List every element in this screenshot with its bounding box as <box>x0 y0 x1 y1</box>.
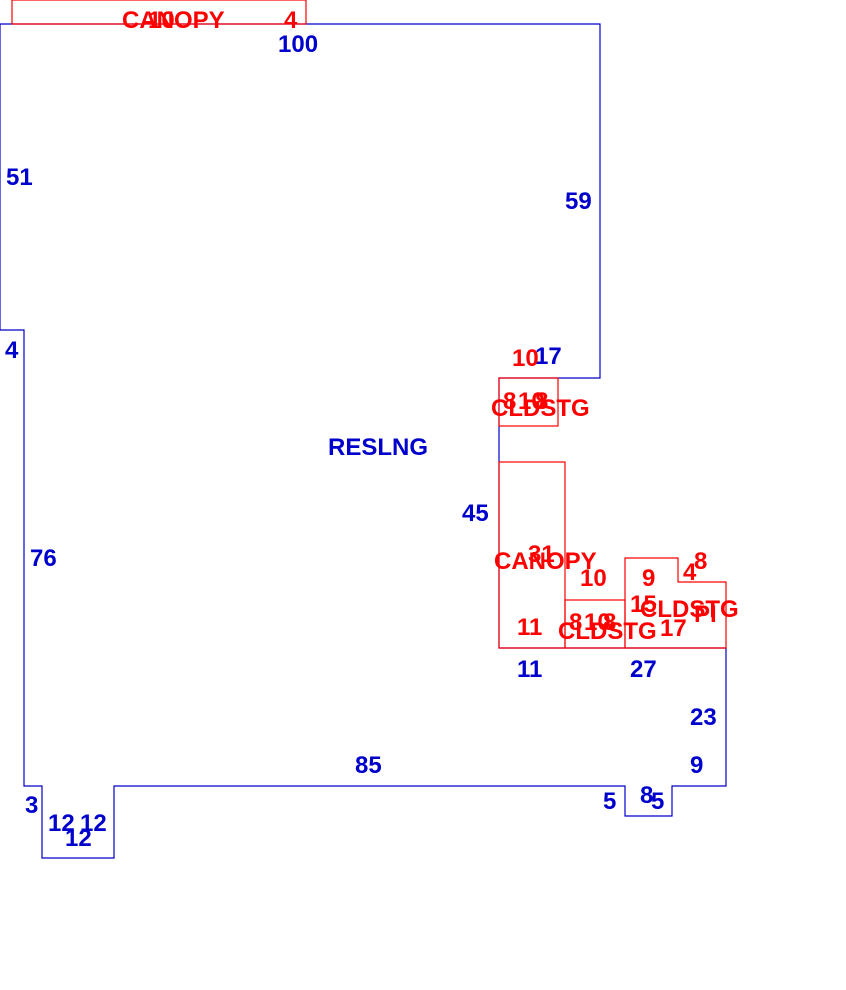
canopy-right-dim-a: 31 <box>528 541 555 568</box>
dim-right-step-top: 27 <box>630 656 657 683</box>
cldstg-upper-dim-right: 8 <box>535 388 548 415</box>
cldstg-lower-right-dim-a: 9 <box>642 565 655 592</box>
cldstg-upper-label: CLDSTG <box>491 395 590 422</box>
cldstg-lower-right-dim-e: 17 <box>660 615 687 642</box>
canopy-top-label: CANOPY <box>122 7 225 34</box>
cldstg-lower-left-dim-b: 10 <box>584 609 611 636</box>
dim-bay-right: 5 <box>651 788 664 815</box>
dim-left-upper: 51 <box>6 164 33 191</box>
dim-right-lower: 23 <box>690 704 717 731</box>
dim-bay-side: 8 <box>640 782 653 809</box>
dim-recess-bottom: 11 <box>517 656 542 683</box>
cldstg-lower-right-dim-c: 4 <box>683 559 697 586</box>
canopy-right-label: CANOPY <box>494 548 597 575</box>
pi-label: PI <box>694 601 717 628</box>
dim-corner-left: 3 <box>25 792 38 819</box>
cldstg-upper-dim-left: 8 <box>503 388 516 415</box>
cldstg-lower-left-dim-a: 8 <box>569 609 582 636</box>
dim-left-lower: 76 <box>30 545 57 572</box>
canopy-top-dim-a: 10 <box>148 7 175 34</box>
main-area-label: RESLNG <box>328 434 428 461</box>
cldstg-upper-outline <box>498 377 559 427</box>
dim-top: 100 <box>278 31 318 58</box>
canopy-right-dim-b: 10 <box>580 565 607 592</box>
cldstg-upper-dim-bottom: 10 <box>518 388 545 415</box>
dim-right-bottom-a: 9 <box>690 752 703 779</box>
canopy-top-outline <box>11 0 307 25</box>
cldstg-lower-right-dim-d: 8 <box>694 548 707 575</box>
cldstg-lower-left-label: CLDSTG <box>558 618 657 645</box>
dim-right-upper: 59 <box>565 188 592 215</box>
dim-bottom: 85 <box>355 752 382 779</box>
canopy-right-dim-c: 11 <box>517 614 542 641</box>
dim-step-top: 17 <box>535 343 562 370</box>
cldstg-lower-right-dim-b: 15 <box>630 591 657 618</box>
cldstg-lower-left-dim-c: 8 <box>603 609 616 636</box>
canopy-top-dim-b: 4 <box>284 7 298 34</box>
cldstg-lower-right-outline <box>624 557 727 649</box>
dim-bump-left: 12 <box>48 810 75 837</box>
dim-notch-left: 45 <box>462 500 489 527</box>
dim-bump-bottom: 12 <box>65 825 92 852</box>
dim-step-left: 4 <box>5 337 19 364</box>
dim-bay-left: 5 <box>603 788 616 815</box>
cldstg-upper-dim-top: 10 <box>512 345 539 372</box>
dim-bump-right: 12 <box>80 810 107 837</box>
canopy-right-outline <box>498 461 566 649</box>
cldstg-lower-right-label: CLDSTG <box>640 596 739 623</box>
